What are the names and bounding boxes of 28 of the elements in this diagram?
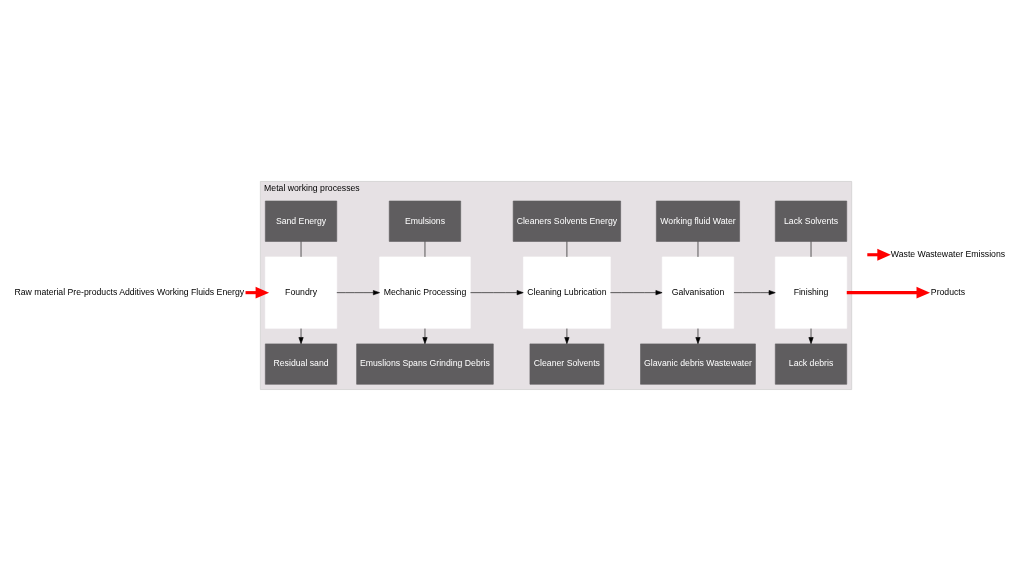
arrow <box>298 328 304 344</box>
node-box: Sand Energy <box>264 200 337 242</box>
node-text: Products <box>930 286 965 297</box>
arrow <box>422 328 427 344</box>
node-box: Galvanisation <box>661 256 734 329</box>
arrow <box>469 290 524 296</box>
node-box: Mechanic Processing <box>378 256 471 329</box>
node-box: Foundry <box>264 256 337 329</box>
arrow <box>808 328 813 344</box>
node-box: Working fluid Water <box>655 200 740 242</box>
node-box: Residual sand <box>264 343 337 385</box>
arrow <box>609 290 662 296</box>
node-box: Emuslions Spans Grinding Debris <box>355 343 494 385</box>
node-box: Emulsions <box>388 200 461 242</box>
node-box: Lack Solvents <box>774 200 847 242</box>
node-text: Waste Wastewater Emissions <box>890 249 1005 260</box>
arrow <box>695 328 700 344</box>
node-box: Cleaning Lubrication <box>522 256 611 329</box>
arrow <box>846 286 930 299</box>
arrow <box>336 290 380 296</box>
node-box: Cleaners Solvents Energy <box>512 200 621 242</box>
arrow <box>733 290 776 296</box>
node-text: Raw material Pre-products Additives Working Fluids Energy <box>13 286 244 297</box>
node-box: Glavanic debris Wastewater <box>639 343 756 385</box>
node-box: Cleaner Solvents <box>529 343 604 385</box>
arrow <box>563 328 569 344</box>
node-box: Lack debris <box>774 343 847 385</box>
node-box: Finishing <box>774 256 847 329</box>
